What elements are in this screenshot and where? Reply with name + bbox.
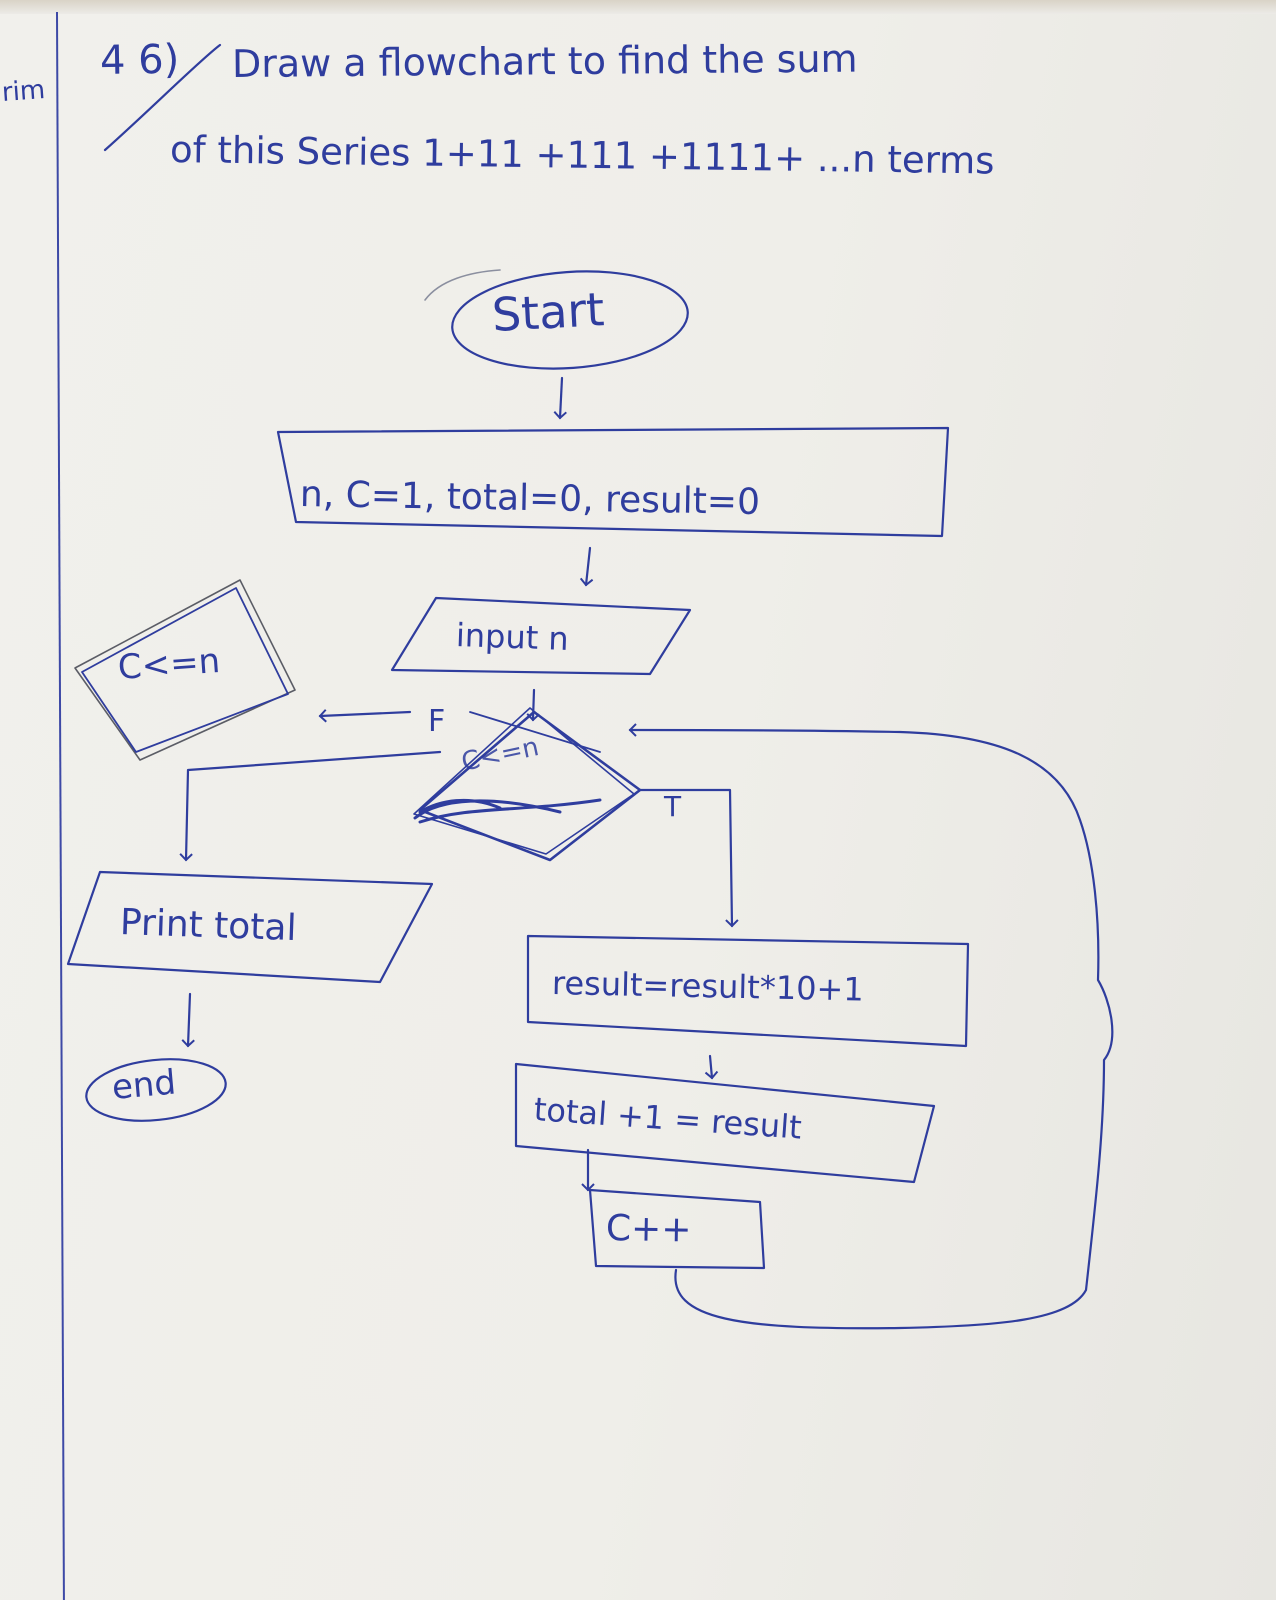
step3-process-box <box>588 1188 766 1270</box>
false-label: F <box>428 704 446 739</box>
decision-strike <box>469 711 601 753</box>
loop-back-to-decision <box>628 723 1114 1330</box>
decision-scribble <box>413 798 602 824</box>
true-path-to-step1 <box>638 788 739 928</box>
question-underline <box>103 43 222 152</box>
aside-decision-label: C<=n <box>116 640 222 688</box>
step3-label: C++ <box>605 1208 692 1251</box>
arrow-input-decision <box>526 688 540 722</box>
decision-diamond-redraw <box>413 707 635 855</box>
false-arrow-to-aside <box>318 709 412 723</box>
step2-process-box <box>514 1062 936 1184</box>
decision-diamond <box>418 710 642 862</box>
start-terminal-overstroke <box>424 269 501 301</box>
arrow-print-end <box>181 992 195 1048</box>
input-parallelogram <box>390 596 692 676</box>
init-label: n, C=1, total=0, result=0 <box>299 474 761 524</box>
input-label: input n <box>455 616 570 658</box>
true-label: T <box>664 790 682 823</box>
step1-process-box <box>526 934 970 1048</box>
arrow-init-input <box>579 546 594 587</box>
aside-decision-diamond <box>74 579 296 761</box>
arrow-start-init <box>553 376 567 420</box>
false-path-to-print <box>179 750 442 862</box>
step1-label: result=result*10+1 <box>551 964 865 1009</box>
start-label: Start <box>490 282 606 342</box>
init-process-box <box>276 426 950 538</box>
aside-decision-diamond-trace <box>81 587 289 753</box>
end-label: end <box>110 1062 178 1108</box>
print-label: Print total <box>119 902 298 950</box>
print-parallelogram <box>66 870 434 984</box>
arrow-step1-step2 <box>704 1054 719 1080</box>
paper-top-edge <box>0 0 1276 14</box>
end-terminal <box>85 1058 227 1122</box>
start-terminal <box>451 270 689 370</box>
